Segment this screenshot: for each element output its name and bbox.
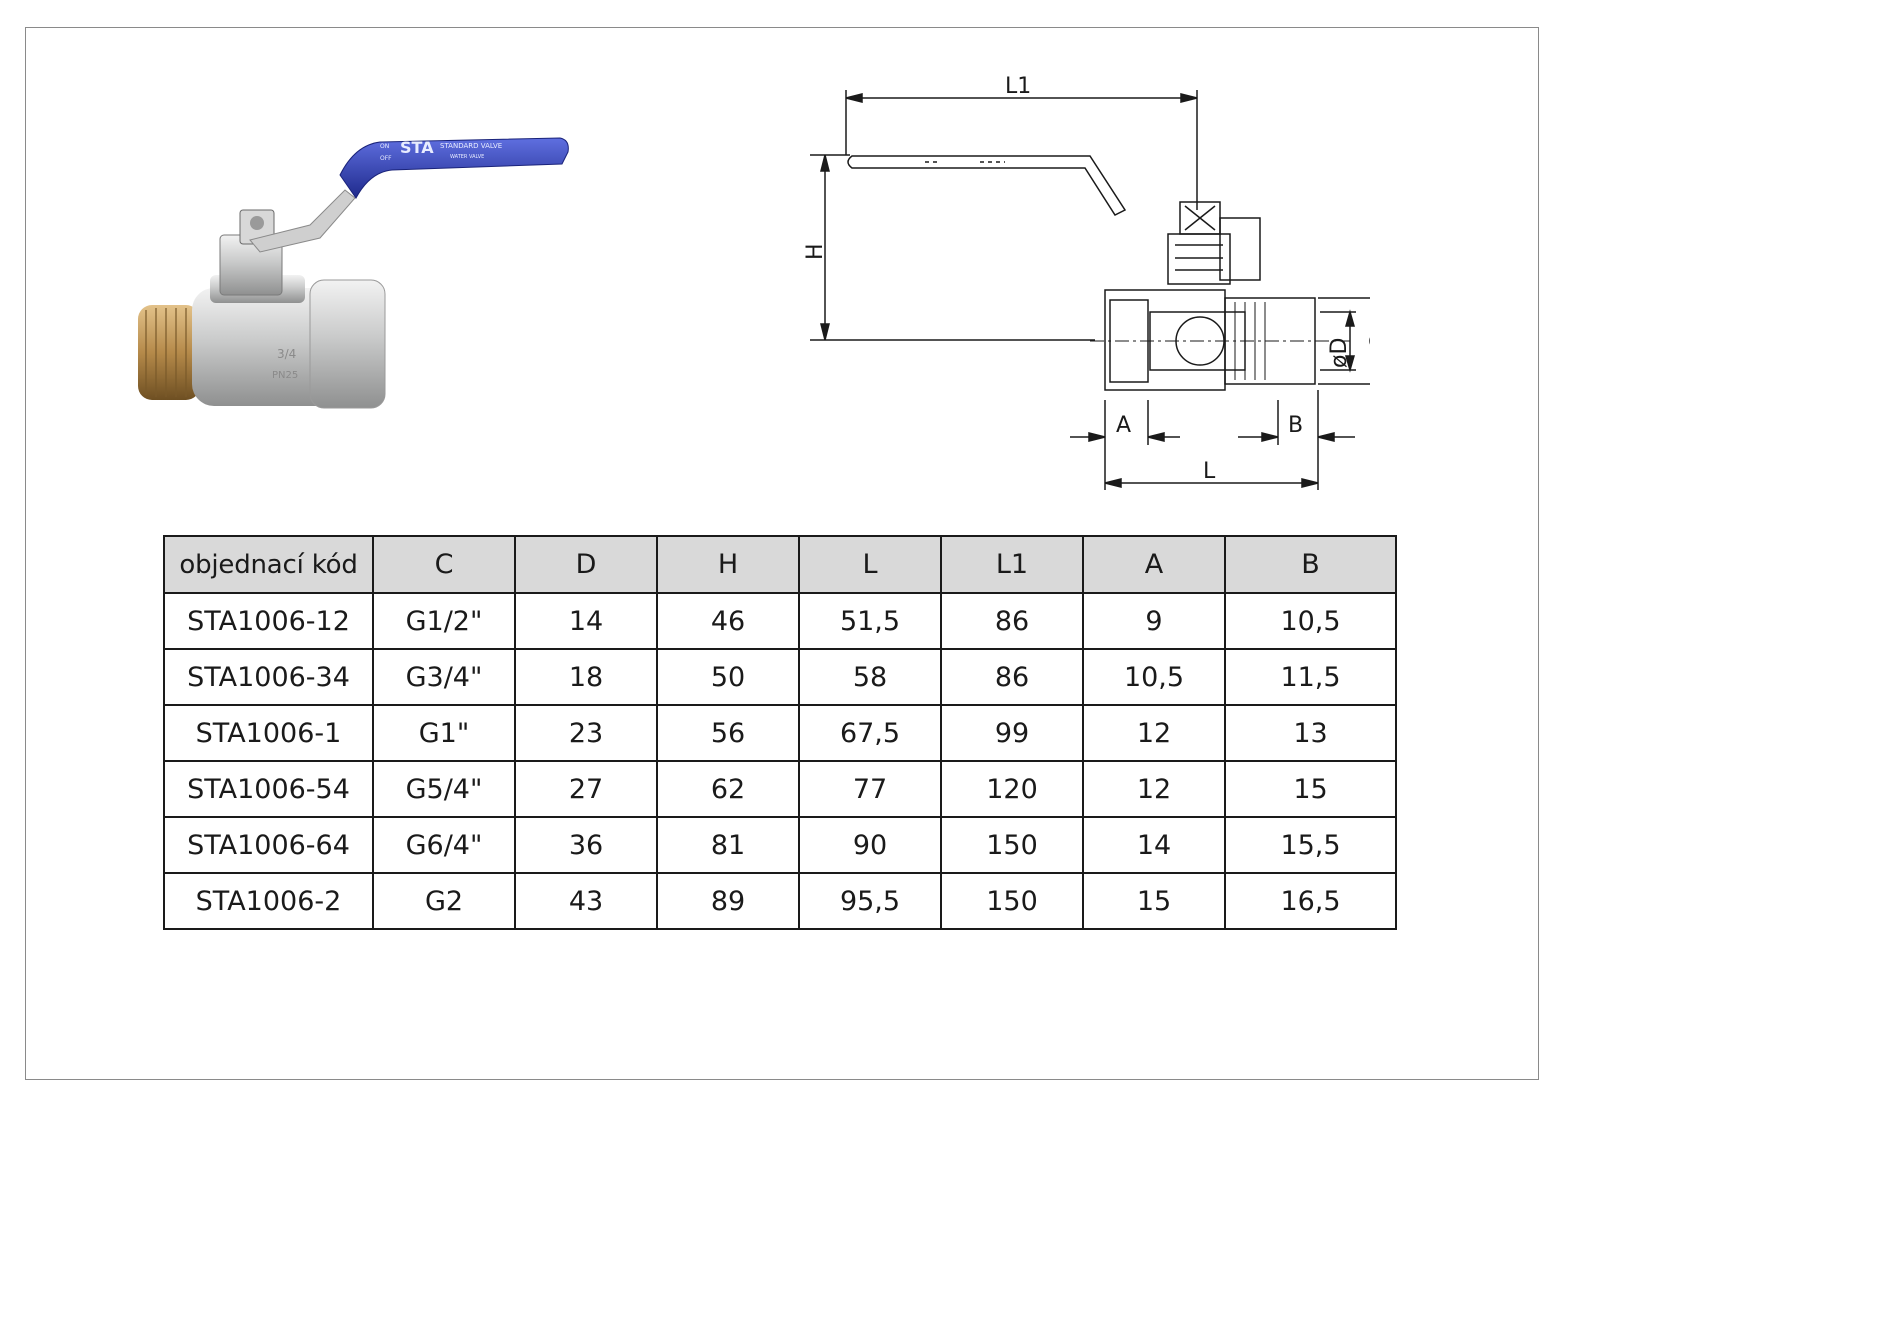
handle-on-label: ON (380, 143, 389, 150)
table-cell: 14 (1082, 816, 1226, 874)
table-cell: G1/2" (372, 592, 516, 650)
table-cell: 15 (1224, 760, 1397, 818)
header-cell: L1 (940, 535, 1084, 594)
table-cell: 46 (656, 592, 800, 650)
table-row: STA1006-64 G6/4" 36 81 90 150 14 15,5 (163, 816, 1397, 874)
handle-off-label: OFF (380, 155, 392, 162)
table-row: STA1006-2 G2 43 89 95,5 150 15 16,5 (163, 872, 1397, 930)
header-cell: H (656, 535, 800, 594)
table-cell: 50 (656, 648, 800, 706)
table-cell: STA1006-12 (163, 592, 374, 650)
table-cell: 11,5 (1224, 648, 1397, 706)
table-cell: 86 (940, 592, 1084, 650)
dim-label-d: øD (1327, 338, 1352, 368)
table-cell: 15,5 (1224, 816, 1397, 874)
valve-technical-drawing: L1 H øD C A B L (803, 74, 1370, 490)
table-cell: 99 (940, 704, 1084, 762)
table-cell: 67,5 (798, 704, 942, 762)
dim-label-h: H (803, 243, 828, 260)
table-cell: 16,5 (1224, 872, 1397, 930)
table-cell: 15 (1082, 872, 1226, 930)
table-row: STA1006-54 G5/4" 27 62 77 120 12 15 (163, 760, 1397, 818)
table-cell: 14 (514, 592, 658, 650)
table-cell: G6/4" (372, 816, 516, 874)
handle-brand: STA (400, 138, 434, 157)
table-cell: 13 (1224, 704, 1397, 762)
table-cell: 86 (940, 648, 1084, 706)
ball-valve-photo: 3/4 PN25 STA ON OFF STANDARD VALVE WATER… (138, 137, 569, 409)
table-cell: STA1006-64 (163, 816, 374, 874)
lever-handle: STA ON OFF STANDARD VALVE WATER VALVE (249, 137, 569, 253)
table-cell: 81 (656, 816, 800, 874)
table-cell: G5/4" (372, 760, 516, 818)
table-cell: 90 (798, 816, 942, 874)
table-cell: STA1006-1 (163, 704, 374, 762)
table-cell: 23 (514, 704, 658, 762)
header-cell: objednací kód (163, 535, 374, 594)
table-row: STA1006-12 G1/2" 14 46 51,5 86 9 10,5 (163, 592, 1397, 650)
dim-label-l1: L1 (1005, 74, 1031, 99)
table-cell: 10,5 (1082, 648, 1226, 706)
valve-body: 3/4 PN25 (192, 275, 386, 409)
table-cell: STA1006-34 (163, 648, 374, 706)
header-cell: C (372, 535, 516, 594)
header-cell: D (514, 535, 658, 594)
table-cell: 77 (798, 760, 942, 818)
table-row: STA1006-34 G3/4" 18 50 58 86 10,5 11,5 (163, 648, 1397, 706)
dim-label-l: L (1203, 459, 1216, 484)
table-cell: 12 (1082, 760, 1226, 818)
table-cell: 120 (940, 760, 1084, 818)
table-cell: 36 (514, 816, 658, 874)
header-cell: A (1082, 535, 1226, 594)
table-row: STA1006-1 G1" 23 56 67,5 99 12 13 (163, 704, 1397, 762)
page-frame (25, 27, 1539, 1080)
table-cell: 58 (798, 648, 942, 706)
table-cell: 43 (514, 872, 658, 930)
table-cell: 56 (656, 704, 800, 762)
table-cell: 150 (940, 816, 1084, 874)
table-cell: 150 (940, 872, 1084, 930)
table-cell: 18 (514, 648, 658, 706)
stem-nut (219, 209, 283, 296)
dim-label-b: B (1288, 413, 1303, 438)
body-size-marking: 3/4 (277, 347, 296, 361)
header-cell: L (798, 535, 942, 594)
table-cell: STA1006-2 (163, 872, 374, 930)
table-cell: STA1006-54 (163, 760, 374, 818)
header-cell: B (1224, 535, 1397, 594)
dim-label-a: A (1116, 413, 1131, 438)
table-cell: 10,5 (1224, 592, 1397, 650)
table-cell: G1" (372, 704, 516, 762)
table-header-row: objednací kód C D H L L1 A B (163, 535, 1397, 594)
body-rating-marking: PN25 (272, 370, 298, 381)
table-cell: G2 (372, 872, 516, 930)
table-cell: 27 (514, 760, 658, 818)
brass-thread-end (138, 305, 200, 400)
table-cell: 12 (1082, 704, 1226, 762)
handle-text-line1: STANDARD VALVE (440, 142, 502, 150)
table-cell: 62 (656, 760, 800, 818)
dim-label-c: C (1367, 335, 1370, 350)
spec-table: objednací kód C D H L L1 A B STA1006-12 … (163, 535, 1397, 930)
table-cell: 9 (1082, 592, 1226, 650)
handle-text-line2: WATER VALVE (450, 154, 484, 160)
table-cell: 95,5 (798, 872, 942, 930)
table-cell: G3/4" (372, 648, 516, 706)
table-cell: 51,5 (798, 592, 942, 650)
table-cell: 89 (656, 872, 800, 930)
